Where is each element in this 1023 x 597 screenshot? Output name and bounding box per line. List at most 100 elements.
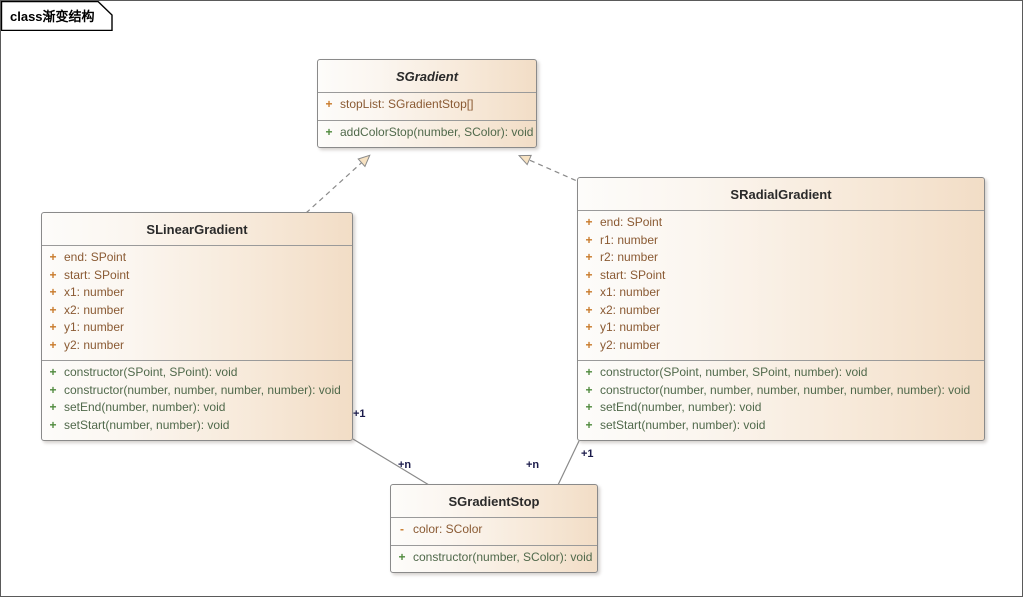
attribute-signature: r1: number (600, 232, 659, 247)
multiplicity-radial-target: +n (526, 459, 540, 471)
attribute-signature: r2: number (600, 250, 659, 264)
attribute-row: + r1: number (578, 233, 984, 251)
visibility-marker: + (49, 337, 57, 352)
diagram-frame-label: class渐变结构 (10, 6, 95, 25)
attribute-row: + r2: number (578, 250, 984, 268)
attribute-signature: end: SPoint (64, 250, 127, 264)
class-box-sgradient[interactable]: SGradient + stopList: SGradientStop[] + … (317, 59, 537, 148)
relation-association-linear-stop (352, 438, 430, 486)
visibility-marker: + (585, 215, 593, 229)
operations-section-sgradient: + addColorStop(number, SColor): void (318, 119, 536, 148)
class-box-slineargradient[interactable]: SLinearGradient + end: SPoint + start: S… (41, 212, 353, 441)
attribute-row: + x2: number (578, 303, 984, 321)
visibility-marker: + (585, 302, 593, 317)
operation-row: + constructor(SPoint, SPoint): void (42, 365, 352, 383)
operation-signature: constructor(number, SColor): void (413, 549, 593, 564)
visibility-marker: + (585, 320, 593, 334)
multiplicity-linear-source: +1 (353, 408, 366, 420)
operation-signature: setEnd(number, number): void (600, 400, 762, 414)
attribute-signature: start: SPoint (600, 267, 666, 282)
attribute-row: + x1: number (578, 285, 984, 303)
visibility-marker: + (49, 382, 57, 397)
attribute-row: + end: SPoint (578, 215, 984, 233)
multiplicity-radial-source: +1 (581, 448, 594, 460)
attribute-signature: x1: number (64, 285, 125, 299)
operation-row: + constructor(number, number, number, nu… (578, 383, 984, 401)
operation-signature: constructor(SPoint, number, SPoint, numb… (600, 365, 868, 379)
visibility-marker: + (49, 302, 57, 317)
visibility-marker: + (49, 400, 57, 414)
attribute-row: + start: SPoint (42, 268, 352, 286)
attribute-row: + end: SPoint (42, 250, 352, 268)
operations-section-sgradientstop: + constructor(number, SColor): void (391, 544, 597, 573)
attribute-signature: y1: number (64, 320, 125, 334)
visibility-marker: + (585, 400, 593, 414)
visibility-marker: + (585, 285, 593, 299)
attributes-section-slineargradient: + end: SPoint + start: SPoint + x1: numb… (42, 246, 352, 360)
class-box-sgradientstop[interactable]: SGradientStop - color: SColor + construc… (390, 484, 598, 573)
operation-signature: setEnd(number, number): void (64, 400, 226, 414)
operation-signature: constructor(number, number, number, numb… (64, 382, 341, 397)
attribute-signature: y2: number (600, 337, 661, 352)
attribute-row: + y1: number (578, 320, 984, 338)
attribute-signature: stopList: SGradientStop[] (340, 97, 474, 111)
attribute-row: + x2: number (42, 303, 352, 321)
operations-section-slineargradient: + constructor(SPoint, SPoint): void + co… (42, 360, 352, 440)
operation-signature: constructor(SPoint, SPoint): void (64, 365, 238, 379)
attribute-signature: y2: number (64, 337, 125, 352)
class-box-sradialgradient[interactable]: SRadialGradient + end: SPoint + r1: numb… (577, 177, 985, 441)
attributes-section-sradialgradient: + end: SPoint + r1: number + r2: number … (578, 211, 984, 360)
operation-row: + setEnd(number, number): void (578, 400, 984, 418)
class-title-slineargradient: SLinearGradient (42, 213, 352, 246)
attribute-row: + stopList: SGradientStop[] (318, 97, 536, 115)
visibility-marker: + (585, 250, 593, 264)
operation-signature: addColorStop(number, SColor): void (340, 124, 534, 139)
attribute-signature: y1: number (600, 320, 661, 334)
attribute-row: + start: SPoint (578, 268, 984, 286)
attribute-row: - color: SColor (391, 522, 597, 540)
class-title-sgradient: SGradient (318, 60, 536, 93)
attribute-signature: end: SPoint (600, 215, 663, 229)
operation-signature: setStart(number, number): void (64, 417, 230, 432)
relation-realization-radial (517, 154, 585, 185)
visibility-marker: + (325, 97, 333, 111)
relation-realization-linear (305, 154, 371, 214)
operation-signature: setStart(number, number): void (600, 417, 766, 432)
visibility-marker: + (585, 417, 593, 432)
attribute-row: + y1: number (42, 320, 352, 338)
visibility-marker: + (49, 365, 57, 379)
visibility-marker: + (49, 320, 57, 334)
attribute-signature: start: SPoint (64, 267, 130, 282)
relation-association-radial-stop (557, 440, 580, 486)
visibility-marker: + (49, 417, 57, 432)
operation-row: + constructor(number, number, number, nu… (42, 383, 352, 401)
attribute-signature: x2: number (600, 302, 661, 317)
attribute-signature: x1: number (600, 285, 661, 299)
visibility-marker: + (325, 124, 333, 139)
visibility-marker: + (49, 250, 57, 264)
operation-row: + addColorStop(number, SColor): void (318, 125, 536, 143)
visibility-marker: + (585, 232, 593, 247)
operation-row: + setEnd(number, number): void (42, 400, 352, 418)
attribute-row: + y2: number (42, 338, 352, 356)
frame-label-name: 渐变结构 (42, 9, 95, 24)
operation-row: + setStart(number, number): void (578, 418, 984, 436)
attribute-signature: color: SColor (413, 522, 483, 536)
attribute-signature: x2: number (64, 302, 125, 317)
attributes-section-sgradient: + stopList: SGradientStop[] (318, 93, 536, 120)
visibility-marker: + (49, 285, 57, 299)
operation-signature: constructor(number, number, number, numb… (600, 382, 971, 397)
class-title-sgradientstop: SGradientStop (391, 485, 597, 518)
visibility-marker: + (585, 337, 593, 352)
visibility-marker: + (585, 382, 593, 397)
frame-label-keyword: class (10, 9, 43, 24)
attribute-row: + x1: number (42, 285, 352, 303)
visibility-marker: + (585, 365, 593, 379)
visibility-marker: - (400, 522, 404, 536)
visibility-marker: + (398, 549, 406, 564)
operations-section-sradialgradient: + constructor(SPoint, number, SPoint, nu… (578, 360, 984, 440)
operation-row: + constructor(number, SColor): void (391, 550, 597, 568)
operation-row: + constructor(SPoint, number, SPoint, nu… (578, 365, 984, 383)
visibility-marker: + (585, 267, 593, 282)
